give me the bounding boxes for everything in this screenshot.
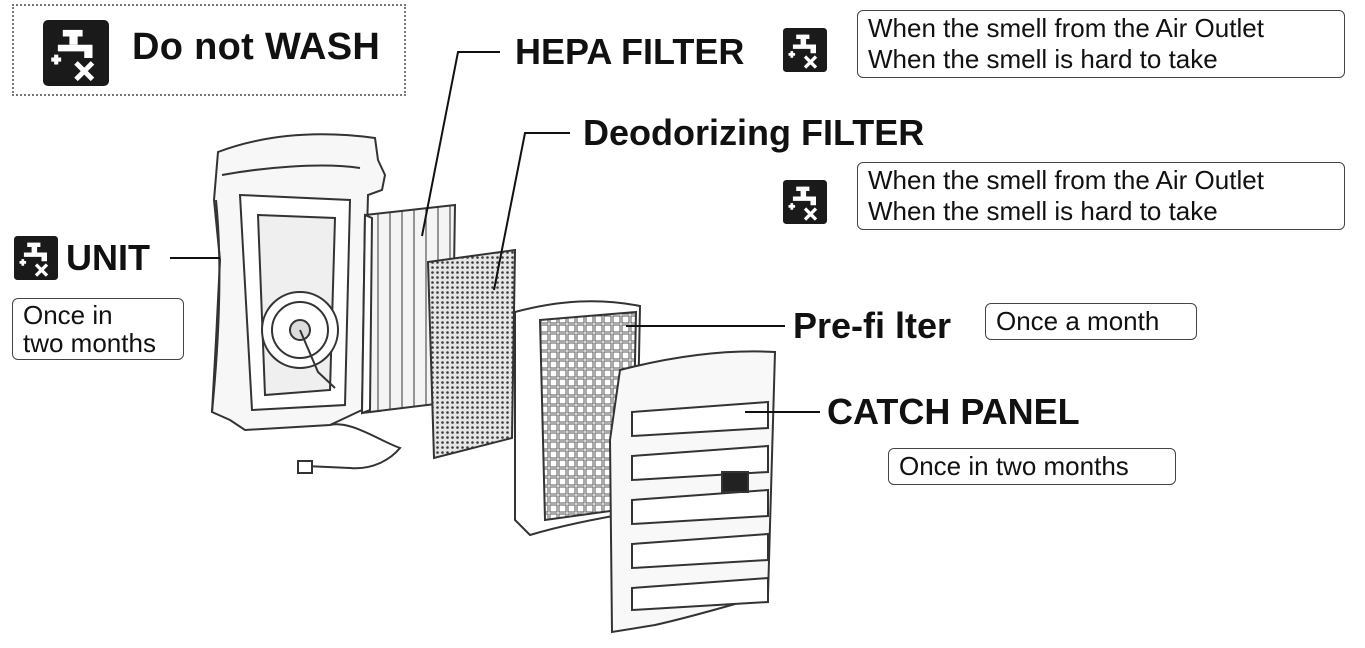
unit-label: UNIT (66, 237, 150, 278)
note-line: When the smell is hard to take (868, 196, 1218, 226)
note-line: When the smell from the Air Outlet (868, 165, 1264, 195)
deodorizing-filter-label: Deodorizing FILTER (583, 112, 925, 153)
note-line: When the smell from the Air Outlet (868, 13, 1264, 43)
pre-filter-note: Once a month (985, 303, 1197, 340)
note-line: When the smell is hard to take (868, 44, 1218, 74)
deodorizing-filter (426, 248, 517, 460)
catch-panel-label: CATCH PANEL (827, 391, 1080, 432)
catch-panel-note: Once in two months (888, 448, 1176, 485)
legend-text: Do not WASH (132, 26, 381, 68)
pre-filter-label: Pre-fi lter (793, 305, 952, 346)
no-wash-icon (14, 236, 58, 285)
note-line: two months (23, 328, 156, 358)
note-line: Once in (23, 300, 113, 330)
hepa-filter-note: When the smell from the Air Outlet When … (857, 10, 1345, 78)
catch-panel (608, 350, 777, 634)
hepa-filter-label: HEPA FILTER (515, 31, 745, 72)
no-wash-icon (783, 28, 827, 77)
unit-body (210, 133, 402, 474)
no-wash-icon (783, 180, 827, 229)
leader-lines (170, 51, 820, 413)
deodorizing-filter-note: When the smell from the Air Outlet When … (857, 162, 1345, 230)
unit-note: Once in two months (12, 298, 184, 360)
no-wash-icon (42, 20, 110, 91)
legend-box: Do not WASH (12, 4, 406, 96)
